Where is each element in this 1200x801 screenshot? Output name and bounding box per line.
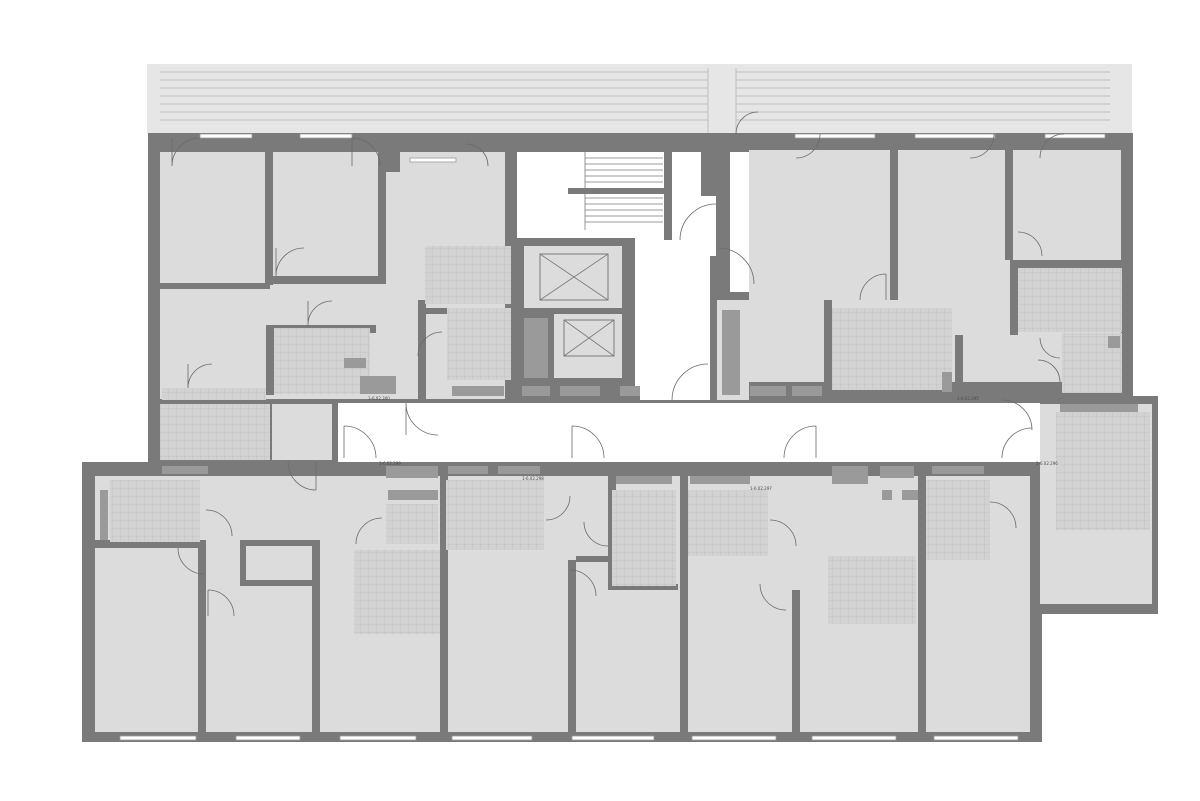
north-fixtures [344,310,1120,396]
corridor [336,196,1056,461]
unit-labels: 1-6.02.300 1-6.02.295 1-6.02.299 1-6.02.… [368,396,1058,491]
south-fixtures [100,466,984,540]
unit-label: 1-6.02.300 [368,396,390,401]
south-bathrooms [110,480,990,634]
unit-label: 1-6.02.299 [379,461,401,466]
elevator-core [515,238,635,388]
door-swings [171,111,1065,617]
south-windows [119,735,1019,741]
north-windows [199,133,1106,163]
unit-label: 1-6.02.298 [522,476,544,481]
unit-label: 1-6.02.295 [957,396,979,401]
south-interior-walls [95,476,926,732]
unit-label: 1-6.02.296 [1036,461,1058,466]
balcony [147,64,1132,134]
unit-label: 1-6.02.297 [750,486,772,491]
stair-core [517,150,672,240]
